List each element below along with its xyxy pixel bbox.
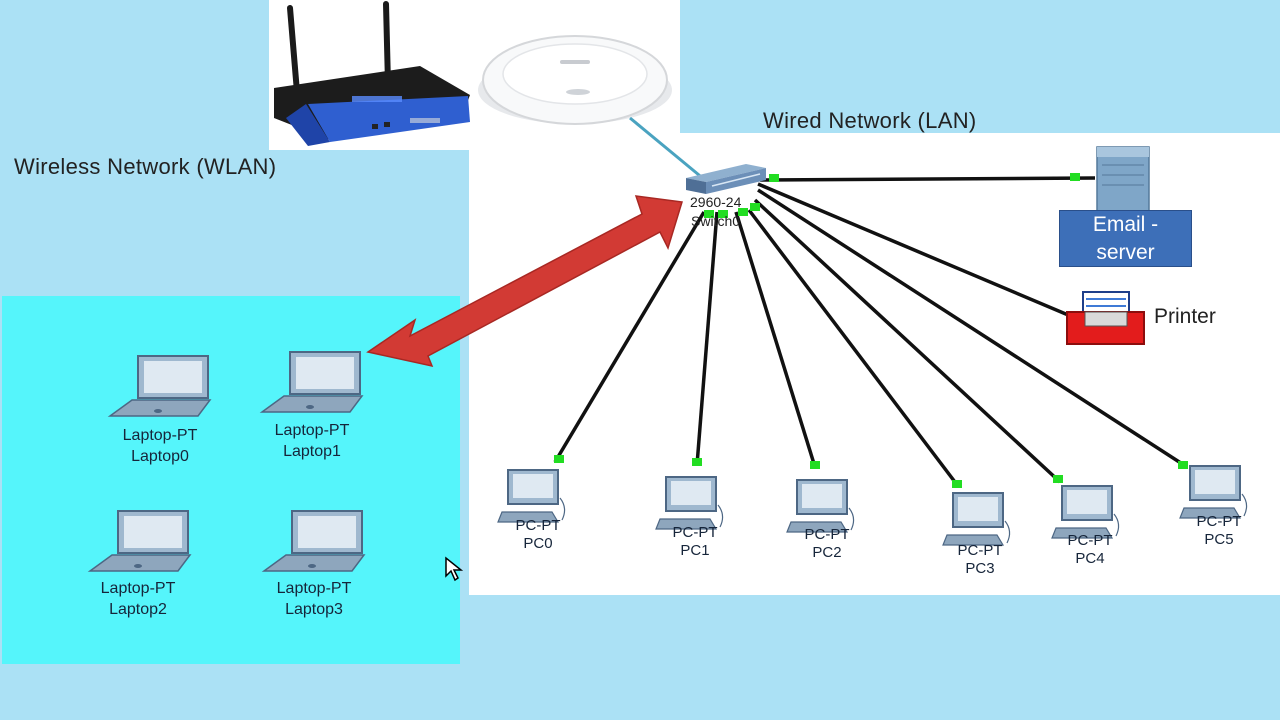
wlan-title: Wireless Network (WLAN) (14, 154, 277, 179)
access-point-icon (478, 35, 672, 125)
laptop-label: Laptop-PT Laptop0 (123, 425, 198, 467)
laptop-type: Laptop-PT (100, 580, 176, 597)
network-links (553, 176, 1188, 488)
switch-icon (686, 164, 766, 194)
cursor-icon (445, 556, 464, 582)
laptop-name: Laptop0 (131, 448, 189, 465)
laptop-label: Laptop-PT Laptop1 (275, 420, 350, 462)
pc-type: PC-PT (1196, 513, 1242, 530)
switch-name-label: Switch0 (691, 213, 740, 229)
laptop-icons (87, 351, 366, 572)
laptop-icon (107, 355, 212, 417)
pc-type: PC-PT (804, 526, 850, 543)
pc-name: PC2 (812, 544, 842, 561)
laptop-icon (87, 510, 192, 572)
printer-icon (1066, 291, 1145, 345)
laptop-type: Laptop-PT (276, 580, 352, 597)
pc-name: PC0 (523, 535, 553, 552)
pc-type: PC-PT (515, 517, 561, 534)
pc-type: PC-PT (1067, 532, 1113, 549)
link-leds (554, 173, 1188, 488)
pc-name: PC1 (680, 542, 710, 559)
laptop-name: Laptop1 (283, 443, 341, 460)
laptop-type: Laptop-PT (274, 422, 350, 439)
arrow-icon (366, 195, 683, 368)
pc-icon (1179, 465, 1248, 519)
printer-label: Printer (1154, 305, 1216, 328)
email-server-line2: server (1096, 241, 1155, 264)
laptop-label: Laptop-PT Laptop3 (277, 578, 352, 620)
lan-title: Wired Network (LAN) (763, 108, 977, 133)
pc-type: PC-PT (957, 542, 1003, 559)
server-icon (1096, 146, 1150, 216)
laptop-icon (261, 510, 366, 572)
pc-icon (655, 476, 724, 530)
pc-name: PC4 (1075, 550, 1105, 567)
email-server-line1: Email - (1092, 213, 1159, 236)
laptop-type: Laptop-PT (122, 427, 198, 444)
laptop-name: Laptop3 (285, 601, 343, 618)
ap-link (629, 116, 706, 182)
pc-type: PC-PT (672, 524, 718, 541)
laptop-name: Laptop2 (109, 601, 167, 618)
pc-name: PC3 (965, 560, 995, 577)
email-server-label: Email - server (1059, 210, 1192, 267)
pc-icon (497, 469, 566, 523)
pc-icon (786, 479, 855, 533)
laptop-icon (259, 351, 364, 413)
pc-icon (1051, 485, 1120, 539)
laptop-label: Laptop-PT Laptop2 (101, 578, 176, 620)
switch-model-label: 2960-24 (690, 194, 742, 210)
router-icon (274, 1, 470, 146)
pc-icon (942, 492, 1011, 546)
pc-icons (497, 465, 1248, 546)
wlan-panel (2, 296, 460, 664)
pc-name: PC5 (1204, 531, 1234, 548)
